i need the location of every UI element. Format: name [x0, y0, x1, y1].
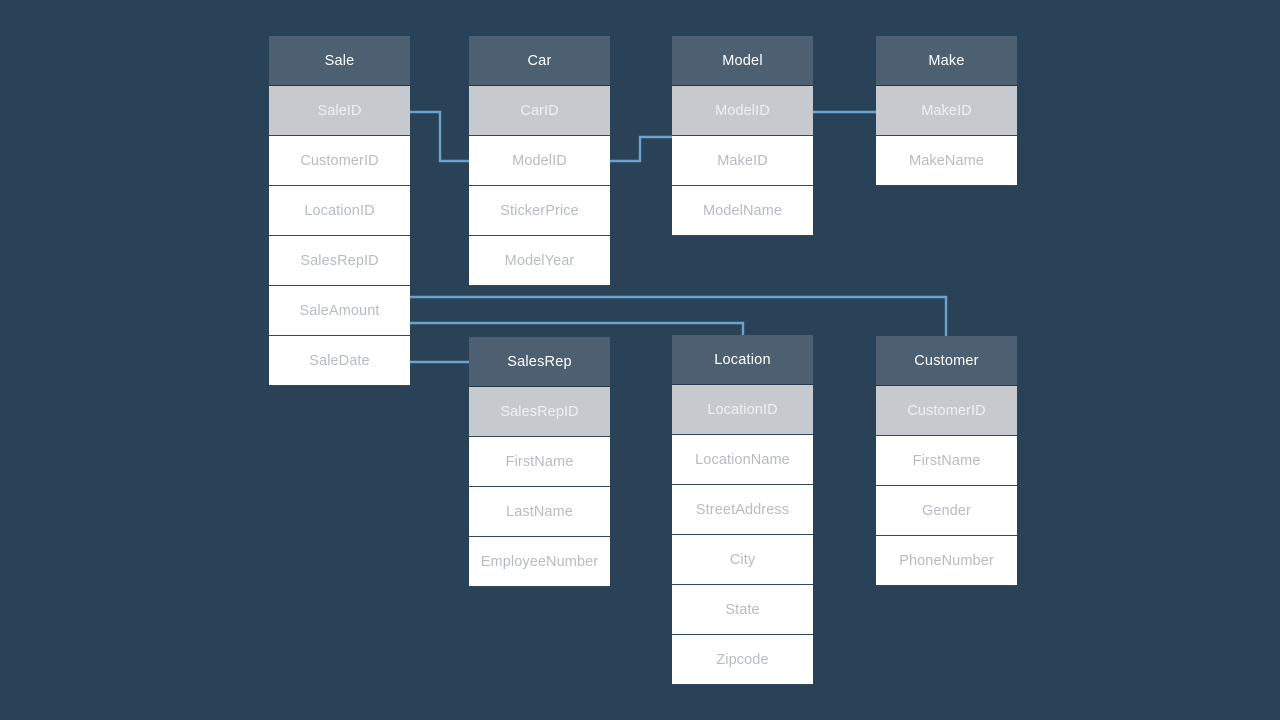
field-sale-locationid[interactable]: LocationID [269, 186, 410, 236]
field-car-modelyear[interactable]: ModelYear [469, 236, 610, 286]
field-salesrep-firstname[interactable]: FirstName [469, 437, 610, 487]
entity-title-car: Car [469, 36, 610, 86]
field-location-zipcode[interactable]: Zipcode [672, 635, 813, 685]
field-model-modelname[interactable]: ModelName [672, 186, 813, 236]
field-car-modelid[interactable]: ModelID [469, 136, 610, 186]
relationship-line-sale-customer [410, 295, 948, 338]
field-location-locationname[interactable]: LocationName [672, 435, 813, 485]
primary-key-field-make-makeid[interactable]: MakeID [876, 86, 1017, 136]
entity-title-location: Location [672, 335, 813, 385]
field-salesrep-employeenumber[interactable]: EmployeeNumber [469, 537, 610, 587]
field-make-makename[interactable]: MakeName [876, 136, 1017, 186]
relationship-line-sale-car [410, 110, 470, 163]
primary-key-field-model-modelid[interactable]: ModelID [672, 86, 813, 136]
field-location-state[interactable]: State [672, 585, 813, 635]
field-customer-firstname[interactable]: FirstName [876, 436, 1017, 486]
entity-title-make: Make [876, 36, 1017, 86]
primary-key-field-location-locationid[interactable]: LocationID [672, 385, 813, 435]
field-sale-saleamount[interactable]: SaleAmount [269, 286, 410, 336]
entity-title-sale: Sale [269, 36, 410, 86]
entity-title-salesrep: SalesRep [469, 337, 610, 387]
field-sale-customerid[interactable]: CustomerID [269, 136, 410, 186]
primary-key-field-car-carid[interactable]: CarID [469, 86, 610, 136]
primary-key-field-salesrep-salesrepid[interactable]: SalesRepID [469, 387, 610, 437]
entity-title-customer: Customer [876, 336, 1017, 386]
field-car-stickerprice[interactable]: StickerPrice [469, 186, 610, 236]
field-model-makeid[interactable]: MakeID [672, 136, 813, 186]
entity-title-model: Model [672, 36, 813, 86]
field-salesrep-lastname[interactable]: LastName [469, 487, 610, 537]
field-customer-phonenumber[interactable]: PhoneNumber [876, 536, 1017, 586]
field-location-streetaddress[interactable]: StreetAddress [672, 485, 813, 535]
primary-key-field-customer-customerid[interactable]: CustomerID [876, 386, 1017, 436]
field-sale-saledate[interactable]: SaleDate [269, 336, 410, 386]
relationship-line-sale-location [410, 321, 745, 336]
field-customer-gender[interactable]: Gender [876, 486, 1017, 536]
primary-key-field-sale-saleid[interactable]: SaleID [269, 86, 410, 136]
relationship-line-car-model [609, 135, 672, 163]
field-sale-salesrepid[interactable]: SalesRepID [269, 236, 410, 286]
field-location-city[interactable]: City [672, 535, 813, 585]
